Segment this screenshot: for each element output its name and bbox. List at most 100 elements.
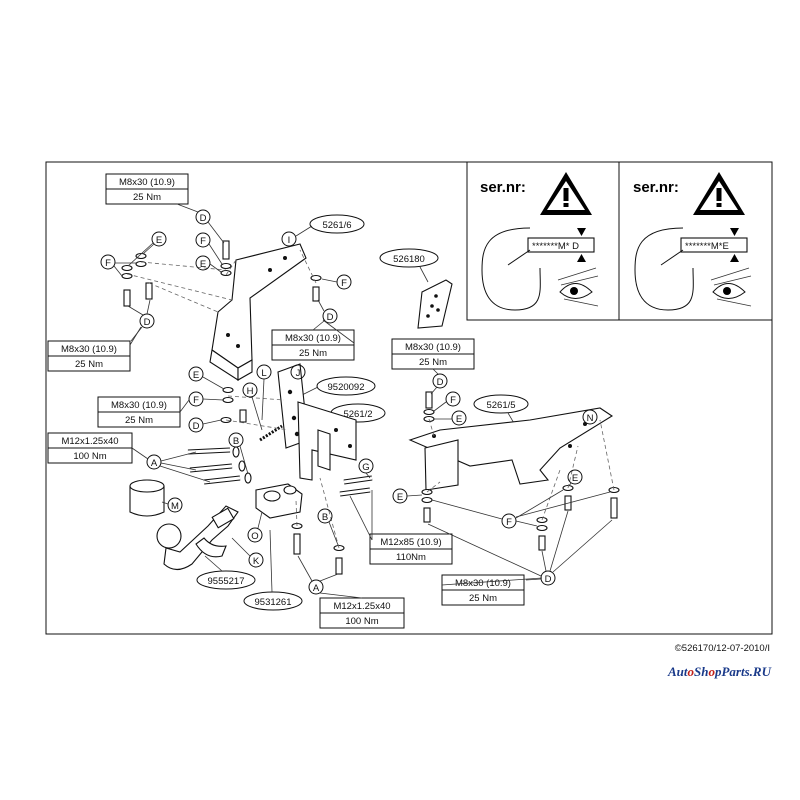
spec-box-right-top: M8x30 (10.9) 25 Nm xyxy=(391,338,475,370)
callout-o: O xyxy=(247,511,263,543)
svg-text:9555217: 9555217 xyxy=(208,576,245,587)
callout-f-bottom-right: F xyxy=(431,489,611,529)
callout-f-right: F xyxy=(433,391,461,412)
svg-text:E: E xyxy=(200,259,206,270)
callout-h: H xyxy=(242,382,263,431)
svg-text:5261/2: 5261/2 xyxy=(343,409,372,420)
svg-text:F: F xyxy=(341,278,347,289)
part-number-526180: 526180 xyxy=(379,248,439,283)
part-number-9531261: 9531261 xyxy=(243,529,303,611)
spec-box-bottom-center: M12x1.25x40 100 Nm xyxy=(319,597,405,629)
svg-text:N: N xyxy=(587,413,594,424)
callout-d-top: D xyxy=(176,203,225,244)
warning-panel-e: ser.nr: *******M*E xyxy=(618,161,773,321)
svg-text:25 Nm: 25 Nm xyxy=(75,359,103,370)
svg-text:K: K xyxy=(253,556,260,567)
svg-text:100 Nm: 100 Nm xyxy=(345,616,378,627)
callout-l: L xyxy=(256,364,272,421)
part-number-9555217: 9555217 xyxy=(196,555,256,590)
part-number-5261-6: 5261/6 xyxy=(295,214,365,237)
callout-e-bottom-right: E xyxy=(392,488,423,504)
svg-text:D: D xyxy=(200,213,207,224)
svg-text:25 Nm: 25 Nm xyxy=(125,415,153,426)
callout-m: M xyxy=(161,497,183,513)
callout-d-left: D xyxy=(127,299,155,342)
spec-box-top-left: M8x30 (10.9) 25 Nm xyxy=(105,173,189,205)
callout-e-top: E xyxy=(127,231,167,267)
svg-text:5261/5: 5261/5 xyxy=(486,400,515,411)
svg-text:G: G xyxy=(362,462,369,473)
callout-n: N xyxy=(582,409,598,425)
svg-text:F: F xyxy=(105,258,111,269)
callout-f-left: F xyxy=(100,254,136,277)
callout-d-right-top: D xyxy=(430,373,448,395)
center-crossmember-bracket xyxy=(297,401,357,481)
warning-panel-d: ser.nr: *******M* D xyxy=(466,161,620,321)
svg-text:M12x85 (10.9): M12x85 (10.9) xyxy=(380,537,441,548)
spec-box-bottom-right: M8x30 (10.9) 25 Nm xyxy=(441,574,525,606)
callout-d-center: D xyxy=(312,299,338,331)
spec-leaders xyxy=(129,319,543,599)
callout-j: J xyxy=(290,364,306,380)
tow-ball-cap xyxy=(129,479,165,517)
svg-text:H: H xyxy=(247,386,254,397)
svg-text:I: I xyxy=(288,235,291,246)
svg-text:526180: 526180 xyxy=(393,254,425,265)
callout-b-left: B xyxy=(228,432,249,475)
ser-nr-label: ser.nr: xyxy=(633,179,679,196)
spec-box-left-mid: M8x30 (10.9) 25 Nm xyxy=(47,340,131,372)
svg-text:D: D xyxy=(144,317,151,328)
svg-text:E: E xyxy=(456,414,462,425)
mounting-block xyxy=(255,483,303,519)
watermark-logo: AutoShopParts.RU xyxy=(668,664,771,679)
svg-text:E: E xyxy=(397,492,403,503)
svg-text:L: L xyxy=(261,368,266,379)
serial-code: *******M* D xyxy=(532,241,579,252)
callout-f-right-top: F xyxy=(321,274,352,290)
callout-d-bottom-right: D xyxy=(427,510,613,586)
electrical-plate xyxy=(417,279,453,329)
spring-pin xyxy=(259,424,283,442)
svg-text:M12x1.25x40: M12x1.25x40 xyxy=(333,601,390,612)
svg-text:100 Nm: 100 Nm xyxy=(73,451,106,462)
spec-box-left-lower: M8x30 (10.9) 25 Nm xyxy=(97,396,181,428)
svg-text:M8x30 (10.9): M8x30 (10.9) xyxy=(61,344,117,355)
svg-text:E: E xyxy=(572,473,578,484)
assembly-lines xyxy=(126,249,615,549)
svg-text:B: B xyxy=(233,436,239,447)
callout-a-bottom: A xyxy=(297,555,339,595)
svg-text:E: E xyxy=(156,235,162,246)
svg-text:D: D xyxy=(545,574,552,585)
svg-text:25 Nm: 25 Nm xyxy=(419,357,447,368)
svg-text:D: D xyxy=(193,421,200,432)
svg-text:M8x30 (10.9): M8x30 (10.9) xyxy=(455,578,511,589)
svg-text:F: F xyxy=(506,517,512,528)
callout-d-mid: D xyxy=(188,417,222,433)
svg-text:110Nm: 110Nm xyxy=(396,552,426,563)
serial-code: *******M*E xyxy=(685,241,729,252)
callout-e-top2: E xyxy=(195,255,222,273)
left-side-bracket xyxy=(209,243,307,382)
svg-text:25 Nm: 25 Nm xyxy=(133,192,161,203)
diagram-frame xyxy=(45,161,773,635)
callout-k: K xyxy=(231,537,264,568)
svg-text:25 Nm: 25 Nm xyxy=(469,593,497,604)
warning-triangle-icon xyxy=(693,172,745,215)
copyright-text: ©526170/12-07-2010/I xyxy=(675,643,770,654)
ser-nr-label: ser.nr: xyxy=(480,179,526,196)
svg-text:O: O xyxy=(251,531,258,542)
right-side-bracket xyxy=(408,407,614,491)
svg-text:M8x30 (10.9): M8x30 (10.9) xyxy=(285,333,341,344)
spec-box-left-bolt: M12x1.25x40 100 Nm xyxy=(47,432,133,464)
svg-text:9531261: 9531261 xyxy=(255,597,292,608)
svg-text:A: A xyxy=(313,583,320,594)
callout-f-top: F xyxy=(195,232,223,265)
callout-f-mid: F xyxy=(188,391,224,407)
svg-text:D: D xyxy=(327,312,334,323)
svg-text:A: A xyxy=(151,458,158,469)
svg-text:F: F xyxy=(450,395,456,406)
svg-text:5261/6: 5261/6 xyxy=(322,220,351,231)
warning-triangle-icon xyxy=(540,172,592,215)
callout-e-right: E xyxy=(434,410,467,426)
